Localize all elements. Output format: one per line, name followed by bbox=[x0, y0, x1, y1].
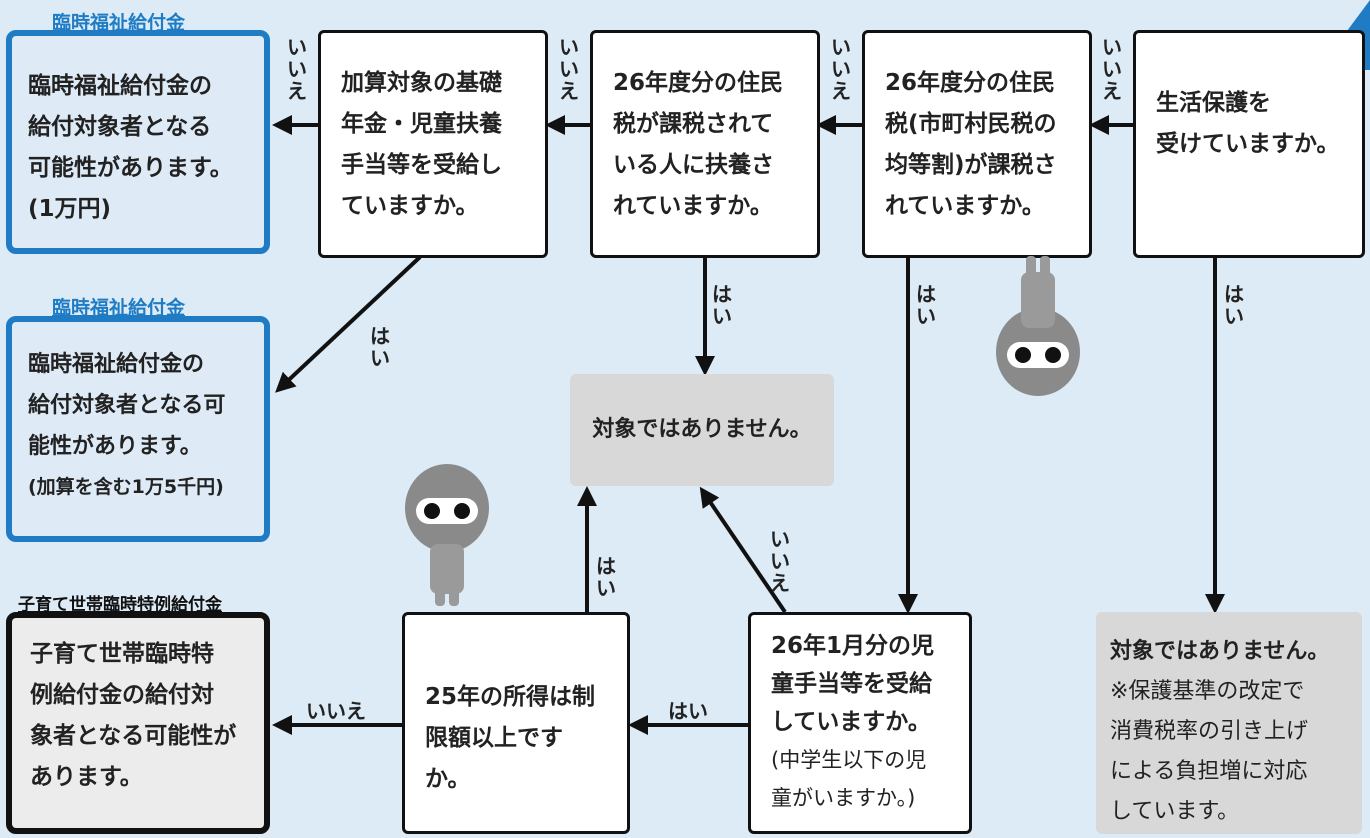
result-line: 対象ではありません。 bbox=[592, 417, 812, 442]
question-line: いる人に扶養さ bbox=[613, 152, 774, 178]
label-yes: はい bbox=[370, 324, 390, 370]
question-seikatsu-hogo: 生活保護を 受けていますか。 bbox=[1133, 30, 1365, 258]
label-no: いいえ bbox=[770, 527, 790, 595]
label-yes: はい bbox=[1224, 282, 1244, 328]
label-no: いいえ bbox=[559, 35, 579, 103]
question-line: 受けていますか。 bbox=[1156, 131, 1340, 157]
arrow-jidou-no bbox=[699, 486, 787, 614]
note-line: ※保護基準の改定で bbox=[1110, 679, 1305, 704]
question-line: 税(市町村民税の bbox=[885, 111, 1057, 137]
note-line: (中学生以下の児 bbox=[771, 748, 927, 772]
label-no: いいえ bbox=[1102, 35, 1122, 103]
label-yes: はい bbox=[596, 554, 616, 600]
result-line: (1万円) bbox=[28, 196, 112, 222]
result-not-target-center: 対象ではありません。 bbox=[570, 374, 834, 486]
label-no: いいえ bbox=[306, 699, 366, 723]
note-line: 童がいますか。) bbox=[771, 786, 916, 810]
label-yes: はい bbox=[712, 282, 732, 328]
question-line: れていますか。 bbox=[613, 193, 773, 219]
question-line: していますか。 bbox=[771, 709, 931, 735]
label-no: いいえ bbox=[831, 35, 851, 103]
note-line: 消費税率の引き上げ bbox=[1110, 719, 1309, 744]
question-line: 加算対象の基礎 bbox=[341, 70, 502, 96]
question-line: れていますか。 bbox=[885, 193, 1045, 219]
result-line: 給付対象者となる可 bbox=[28, 393, 226, 418]
question-line: 手当等を受給し bbox=[341, 152, 502, 178]
result-line: 可能性があります。 bbox=[28, 155, 233, 181]
result-line: 例給付金の給付対 bbox=[30, 682, 214, 708]
label-yes: はい bbox=[916, 282, 936, 328]
question-line: 生活保護を bbox=[1156, 90, 1271, 116]
tag-kosodate: 子育て世帯臨時特例給付金 bbox=[14, 590, 226, 615]
result-line: 子育て世帯臨時特 bbox=[30, 641, 214, 667]
result-kosodate: 子育て世帯臨時特 例給付金の給付対 象者となる可能性が あります。 bbox=[6, 612, 270, 834]
question-line: 税が課税されて bbox=[613, 111, 774, 137]
question-kasan: 加算対象の基礎 年金・児童扶養 手当等を受給し ていますか。 bbox=[318, 30, 548, 258]
question-line: 均等割)が課税さ bbox=[885, 152, 1057, 178]
note-line: による負担増に対応 bbox=[1110, 759, 1308, 784]
result-line: 象者となる可能性が bbox=[30, 723, 237, 749]
ninja-mascot bbox=[405, 464, 489, 606]
tag-fukushi-2: 臨時福祉給付金 bbox=[48, 293, 190, 320]
result-line: 対象ではありません。 bbox=[1110, 639, 1330, 664]
question-jidou-teate: 26年1月分の児 童手当等を受給 していますか。 (中学生以下の児 童がいますか… bbox=[748, 612, 972, 834]
result-fukushi-kasan: 臨時福祉給付金の 給付対象者となる可 能性があります。 (加算を含む1万5千円) bbox=[6, 316, 270, 542]
result-line: 能性があります。 bbox=[28, 434, 202, 459]
result-not-target-right: 対象ではありません。 ※保護基準の改定で 消費税率の引き上げ による負担増に対応… bbox=[1096, 612, 1362, 834]
label-yes: はい bbox=[668, 699, 708, 723]
question-line: 童手当等を受給 bbox=[771, 671, 932, 697]
question-line: 年金・児童扶養 bbox=[341, 111, 502, 137]
result-line: あります。 bbox=[30, 764, 143, 790]
question-line: 25年の所得は制 bbox=[425, 684, 596, 710]
question-shotoku: 25年の所得は制 限額以上ですか。 bbox=[402, 612, 630, 834]
result-fukushi-base: 臨時福祉給付金の 給付対象者となる 可能性があります。 (1万円) bbox=[6, 30, 270, 254]
result-line: 臨時福祉給付金の bbox=[28, 352, 205, 377]
ninja-mascot-upside-down bbox=[996, 256, 1080, 396]
result-line: (加算を含む1万5千円) bbox=[28, 476, 224, 498]
label-no: いいえ bbox=[287, 35, 307, 103]
question-line: 26年度分の住民 bbox=[613, 70, 784, 96]
result-line: 臨時福祉給付金の bbox=[28, 73, 212, 99]
question-line: 26年1月分の児 bbox=[771, 633, 935, 659]
note-line: しています。 bbox=[1110, 799, 1240, 824]
result-line: 給付対象者となる bbox=[28, 114, 212, 140]
arrow-kasan-yes bbox=[275, 255, 422, 393]
question-line: 限額以上ですか。 bbox=[425, 725, 563, 792]
question-line: 26年度分の住民 bbox=[885, 70, 1056, 96]
question-fuyou: 26年度分の住民 税が課税されて いる人に扶養さ れていますか。 bbox=[590, 30, 820, 258]
question-line: ていますか。 bbox=[341, 193, 479, 219]
question-kintouwari: 26年度分の住民 税(市町村民税の 均等割)が課税さ れていますか。 bbox=[862, 30, 1092, 258]
